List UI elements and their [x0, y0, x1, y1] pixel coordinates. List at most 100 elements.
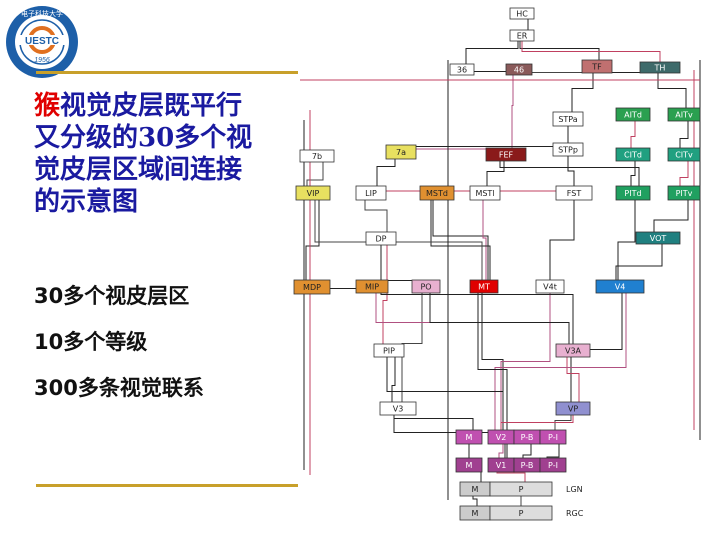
area-box-tf: TF	[581, 59, 613, 74]
area-label: M	[472, 509, 479, 518]
connection-line	[314, 200, 483, 280]
area-box-lgn_m: M	[459, 481, 491, 497]
area-label: V3	[393, 405, 404, 414]
area-label: V4	[615, 283, 626, 292]
connection-line	[546, 444, 560, 458]
area-box-36: 36	[449, 63, 475, 76]
connection-line	[401, 293, 423, 402]
area-box-v1: V1	[487, 457, 515, 473]
area-label: PIP	[383, 347, 395, 356]
area-box-citd: CITd	[615, 147, 651, 162]
area-box-mt: MT	[469, 279, 499, 294]
logo-text: UESTC	[25, 36, 59, 47]
connection-line	[482, 200, 487, 280]
rgc-label: RGC	[566, 509, 584, 518]
area-box-rgc_m: M	[459, 505, 491, 521]
lgn-label: LGN	[566, 485, 583, 494]
area-label: MDP	[303, 283, 321, 292]
area-label: M	[466, 433, 473, 442]
area-box-pi1: P-I	[539, 457, 567, 473]
connection-line	[549, 200, 575, 280]
area-label: V3A	[565, 347, 582, 356]
connection-line	[462, 470, 482, 482]
area-label: CITv	[675, 151, 693, 160]
bottom-divider	[36, 484, 298, 487]
area-label: PITv	[676, 189, 693, 198]
area-box-pitd: PITd	[615, 185, 651, 201]
connection-line	[679, 161, 689, 186]
area-label: AITv	[675, 111, 693, 120]
area-label: M	[472, 485, 479, 494]
connection-line	[396, 145, 573, 156]
area-box-aitv: AITv	[667, 107, 701, 122]
area-box-mip: MIP	[355, 279, 389, 294]
area-box-v4: V4	[595, 279, 645, 294]
area-box-lgn_p: P	[489, 481, 553, 497]
area-box-m1: M	[455, 457, 483, 473]
area-label: P-I	[548, 433, 558, 442]
area-box-v3: V3	[379, 401, 417, 416]
area-label: STPa	[558, 115, 577, 124]
connection-line	[432, 200, 489, 280]
connection-line	[567, 156, 575, 186]
connection-line	[570, 293, 623, 402]
area-box-mdp: MDP	[293, 279, 331, 295]
area-box-pb1: P-B	[513, 457, 541, 473]
area-box-po: PO	[411, 279, 441, 294]
connection-line	[653, 200, 689, 232]
connection-line	[515, 18, 529, 30]
connection-line	[500, 415, 574, 430]
area-label: P-B	[521, 461, 534, 470]
bullet-list: 30多个视皮层区 10多个等级 300多条视觉联系	[34, 280, 204, 418]
connection-line	[386, 357, 504, 430]
area-label: FEF	[499, 151, 514, 160]
connection-line	[477, 293, 508, 458]
connection-line	[306, 162, 324, 186]
title-blue-part: 视觉皮层既平行又分级的30多个视觉皮层区域间连接的示意图	[34, 91, 253, 217]
top-divider	[36, 71, 298, 74]
connection-line	[617, 200, 636, 280]
area-label: VP	[568, 405, 578, 414]
area-label: TF	[591, 63, 602, 72]
area-box-m2: M	[455, 429, 483, 445]
area-box-mstl: MSTl	[469, 185, 501, 201]
area-label: HC	[516, 10, 528, 19]
area-box-stpp: STPp	[552, 142, 584, 157]
area-label: AITd	[624, 111, 642, 120]
area-label: FST	[567, 189, 582, 198]
slide-title: 猴视觉皮层既平行又分级的30多个视觉皮层区域间连接的示意图	[34, 90, 266, 218]
connection-line	[481, 293, 504, 430]
area-label: P	[519, 509, 524, 518]
connection-line	[472, 496, 478, 506]
area-label: PITd	[624, 189, 641, 198]
area-label: M	[466, 461, 473, 470]
connection-line	[519, 41, 600, 60]
area-box-v3a: V3A	[555, 343, 591, 358]
area-label: MSTl	[475, 189, 494, 198]
area-box-7a: 7a	[385, 144, 417, 160]
area-box-v2: V2	[487, 429, 515, 445]
area-box-vip: VIP	[295, 185, 331, 201]
connection-line	[679, 121, 689, 148]
connection-line	[615, 244, 663, 280]
area-label: STPp	[558, 146, 578, 155]
area-box-pb2: P-B	[513, 429, 541, 445]
connection-line	[500, 293, 551, 430]
area-box-stpa: STPa	[552, 111, 584, 127]
area-box-rgc_p: P	[489, 505, 553, 521]
area-box-vp: VP	[555, 401, 591, 416]
area-label: TH	[654, 64, 666, 73]
logo-year: 1956	[34, 57, 50, 64]
area-label: ER	[517, 32, 528, 41]
area-label: PO	[420, 283, 431, 292]
connection-line	[393, 415, 506, 458]
connection-line	[554, 415, 572, 430]
area-box-mstd: MSTd	[419, 185, 455, 201]
bullet-item: 10多个等级	[34, 330, 148, 354]
area-label: 7a	[396, 148, 406, 157]
area-box-pitv: PITv	[667, 185, 701, 201]
area-box-aitd: AITd	[615, 107, 651, 122]
area-label: 36	[457, 66, 467, 75]
connection-line	[305, 200, 320, 280]
area-label: MIP	[365, 283, 379, 292]
